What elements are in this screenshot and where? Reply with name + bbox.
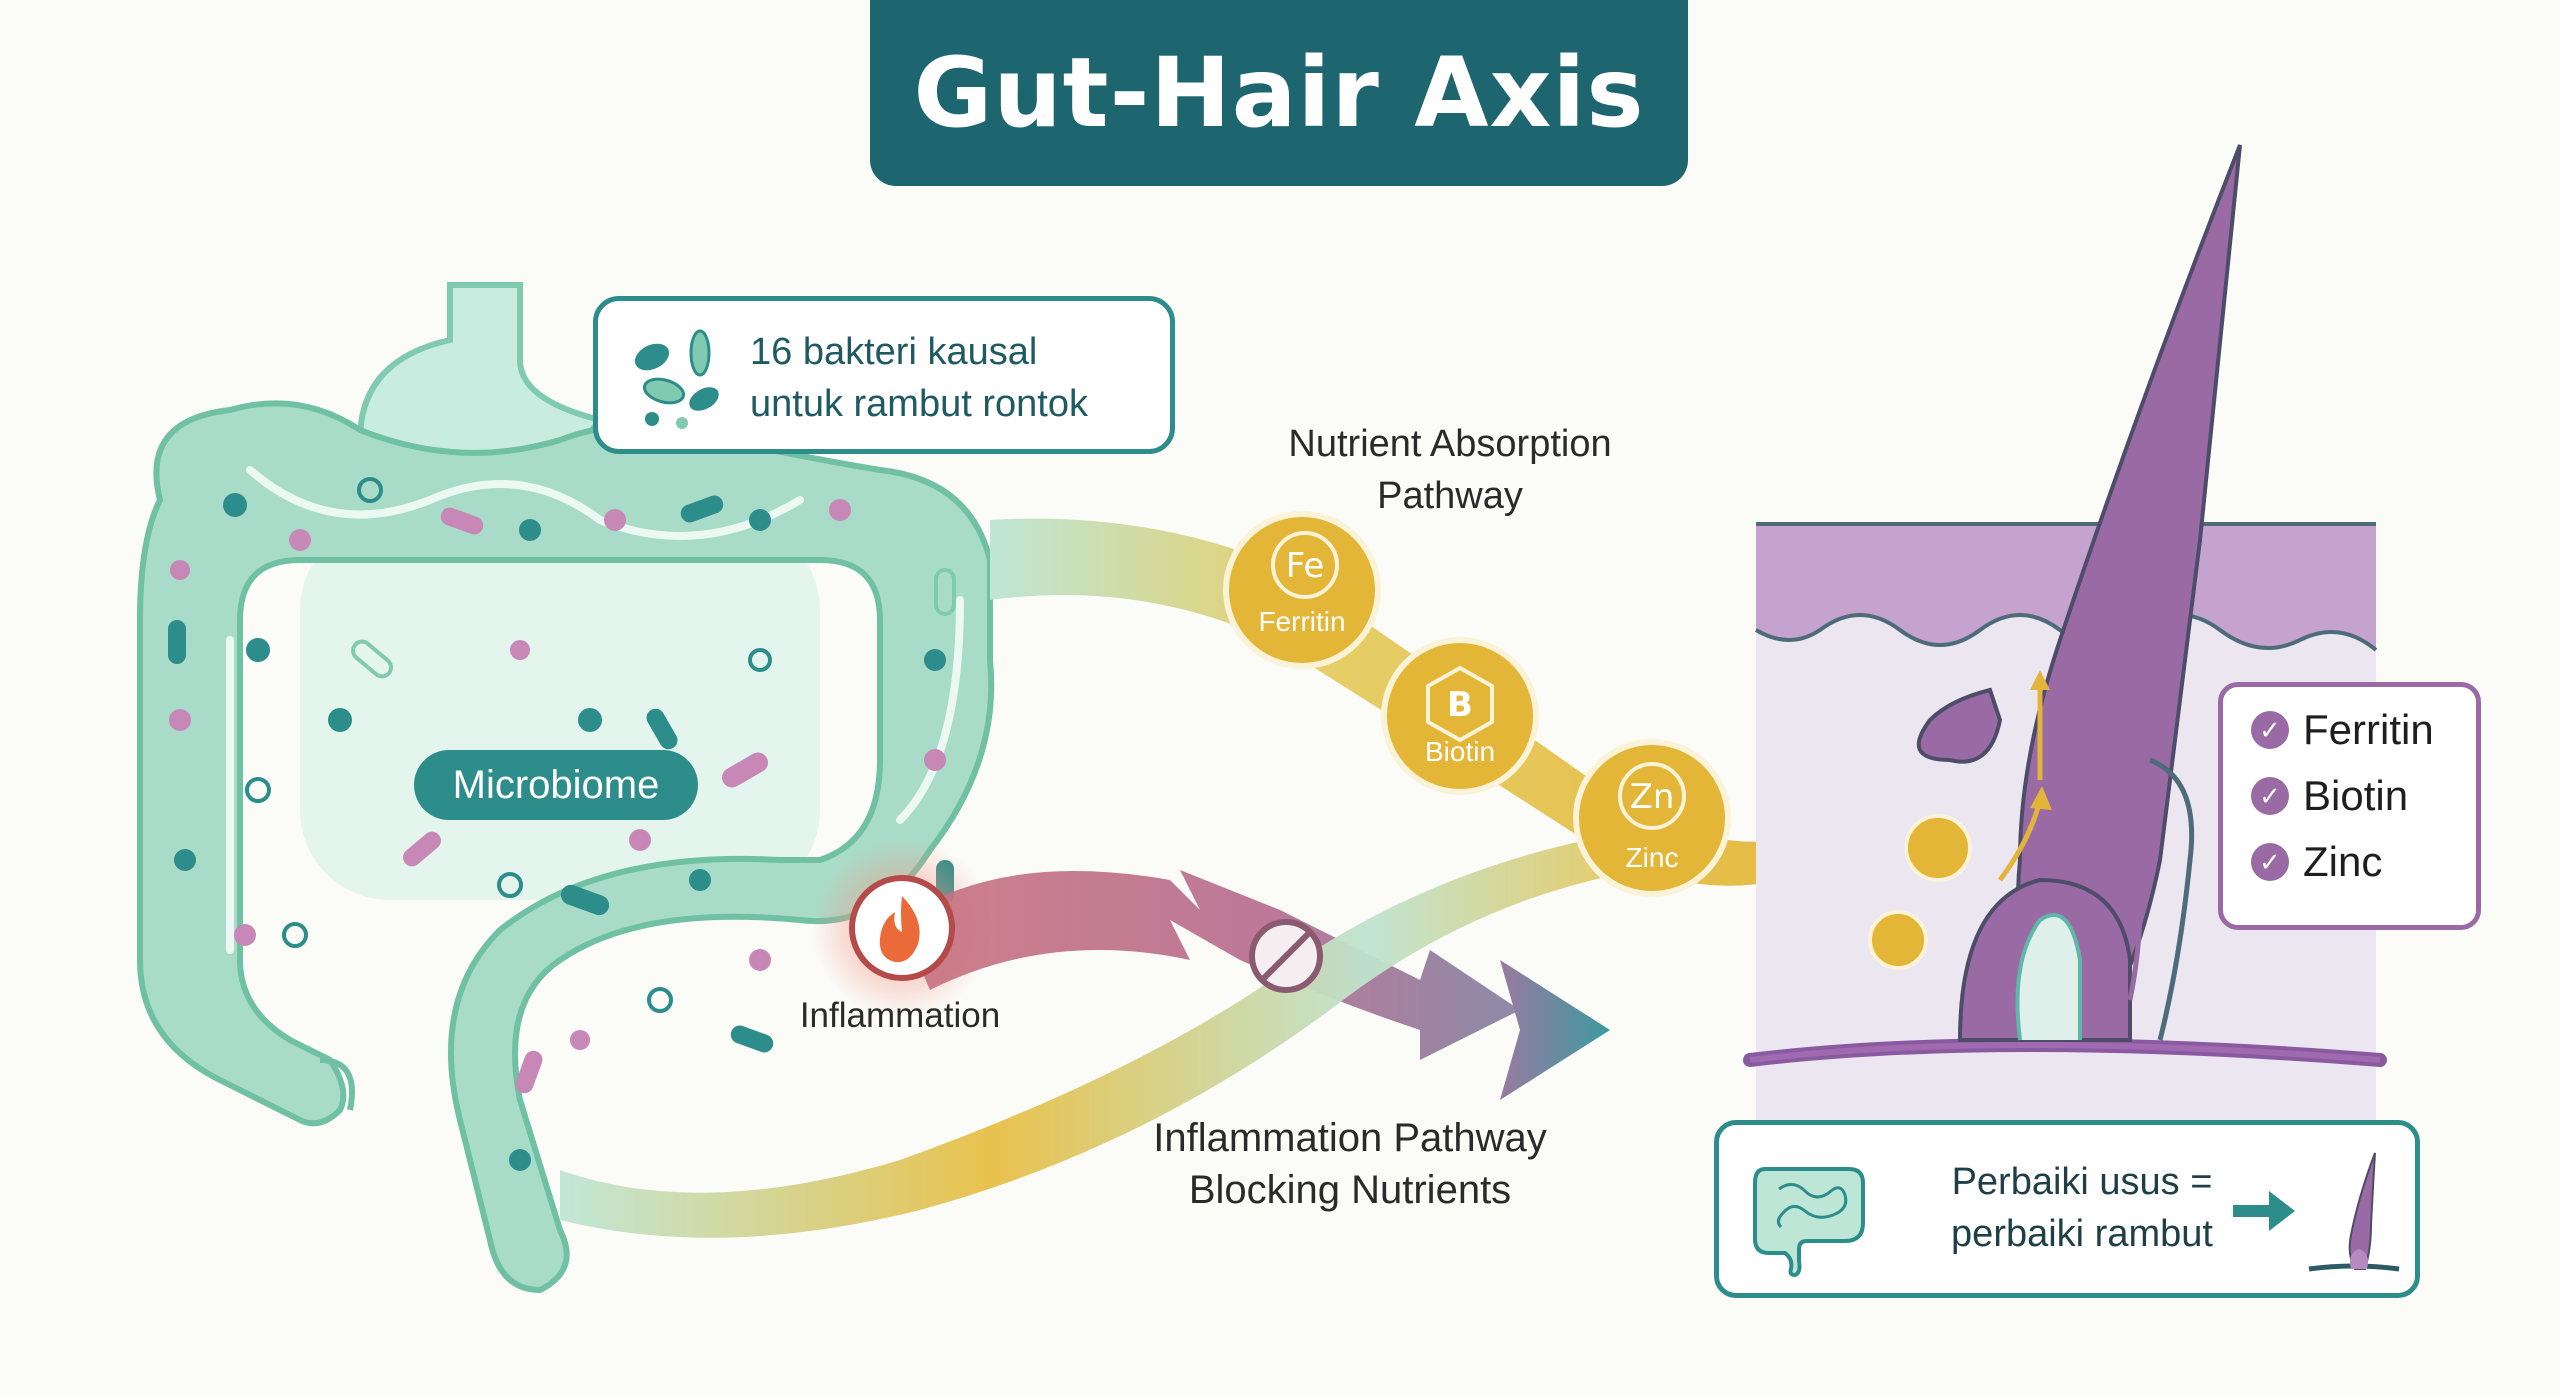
title-banner: Gut-Hair Axis — [870, 0, 1688, 186]
inflammation-pathway-label: Inflammation Pathway Blocking Nutrients — [1110, 1112, 1590, 1216]
nutrient-node-zinc: Zn — [1573, 739, 1731, 897]
inflammation-pathway-line-2: Blocking Nutrients — [1188, 1168, 1512, 1212]
callout-line-2: untuk rambut rontok — [750, 383, 1088, 425]
page-title: Gut-Hair Axis — [913, 37, 1645, 149]
checklist-label: Ferritin — [2303, 706, 2434, 753]
hair-follicle-illustration — [1743, 144, 2387, 1126]
intestine-icon — [1753, 1167, 1865, 1277]
biotin-symbol: B — [1447, 685, 1473, 725]
check-icon: ✓ — [2251, 777, 2289, 815]
hair-follicle-icon — [2308, 1152, 2400, 1272]
checklist-item-biotin: ✓ Biotin — [2251, 769, 2408, 823]
inflammation-fire-icon — [849, 875, 955, 981]
inflammation-pathway-line-1: Inflammation Pathway — [1153, 1116, 1547, 1160]
checklist-item-zinc: ✓ Zinc — [2251, 835, 2382, 889]
bacteria-icon — [634, 329, 719, 429]
zinc-node-label: Zinc — [1625, 842, 1679, 873]
ferritin-symbol: Fe — [1286, 546, 1325, 586]
lower-pathway-band — [560, 830, 1640, 1238]
summary-line-1: Perbaiki usus = — [1951, 1161, 2213, 1203]
checklist-label: Biotin — [2303, 772, 2409, 819]
checklist-item-ferritin: ✓ Ferritin — [2251, 703, 2434, 757]
nutrient-pathway-label: Nutrient Absorption Pathway — [1230, 418, 1670, 522]
biotin-node-label: Biotin — [1424, 736, 1496, 767]
nutrient-node-biotin: B — [1381, 637, 1539, 795]
summary-line-2: perbaiki rambut — [1951, 1213, 2213, 1255]
microbiome-label: Microbiome — [414, 750, 698, 820]
bacteria-callout: 16 bakteri kausal untuk rambut rontok — [593, 296, 1175, 454]
nutrient-checklist: ✓ Ferritin ✓ Biotin ✓ Zinc — [2218, 682, 2481, 930]
inflammation-arrow-head — [1500, 960, 1610, 1100]
inflammation-label: Inflammation — [799, 996, 1001, 1035]
inflammation-pathway-band — [900, 870, 1520, 1060]
check-icon: ✓ — [2251, 711, 2289, 749]
summary-box: Perbaiki usus = perbaiki rambut — [1714, 1120, 2420, 1298]
nutrient-pathway-line-2: Pathway — [1377, 475, 1523, 517]
zinc-symbol: Zn — [1630, 777, 1675, 817]
ferritin-node-label: Ferritin — [1258, 606, 1346, 637]
checklist-label: Zinc — [2303, 838, 2383, 885]
blocked-icon — [1249, 919, 1323, 993]
callout-line-1: 16 bakteri kausal — [750, 331, 1038, 373]
nutrient-pathway-line-1: Nutrient Absorption — [1288, 423, 1612, 465]
check-icon: ✓ — [2251, 843, 2289, 881]
arrow-right-icon — [2233, 1191, 2295, 1231]
nutrient-node-ferritin: Fe — [1223, 511, 1381, 669]
